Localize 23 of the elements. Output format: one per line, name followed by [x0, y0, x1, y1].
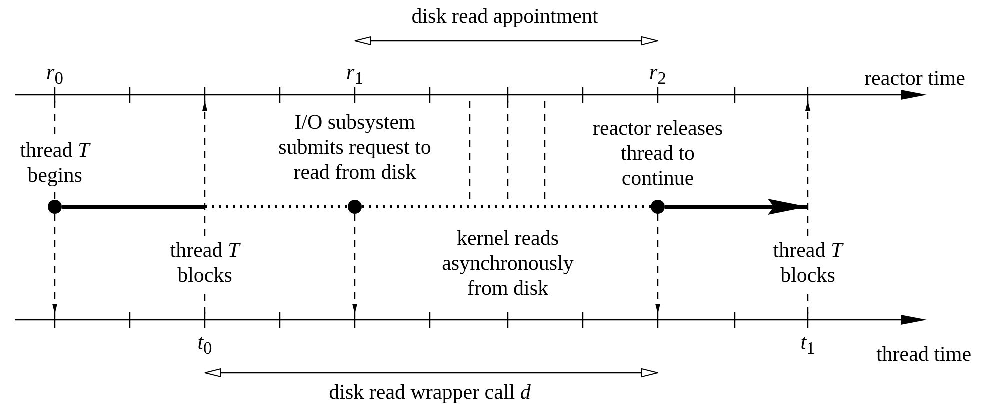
event-dot	[48, 200, 62, 214]
time-axis	[15, 314, 927, 326]
event-dot	[651, 200, 665, 214]
time-axis	[15, 89, 927, 101]
time-marker: r$_{0}$	[46, 60, 64, 90]
time-marker: r$_{1}$	[346, 60, 364, 90]
timeline-line	[665, 199, 808, 215]
axis-label: reactor time	[864, 66, 966, 91]
event-caption: kernel reads asynchronously from disk	[441, 226, 575, 301]
timeline-line	[62, 205, 348, 209]
span-label: disk read appointment	[410, 4, 600, 29]
span-label: disk read wrapper call d	[328, 380, 532, 405]
dashed-arrow	[52, 214, 58, 314]
dashed-arrow	[352, 214, 358, 314]
time-marker: t$_{1}$	[800, 330, 816, 360]
timeline-line	[362, 206, 651, 208]
axis-label: thread time	[875, 342, 973, 367]
time-marker: t$_{0}$	[196, 330, 214, 360]
dashed-arrow	[656, 214, 660, 314]
event-caption: reactor releases thread to continue	[592, 116, 724, 191]
event-caption: I/O subsystem submits request to read from disk	[278, 110, 432, 185]
time-marker: r$_{2}$	[648, 60, 668, 90]
event-dot	[348, 200, 362, 214]
